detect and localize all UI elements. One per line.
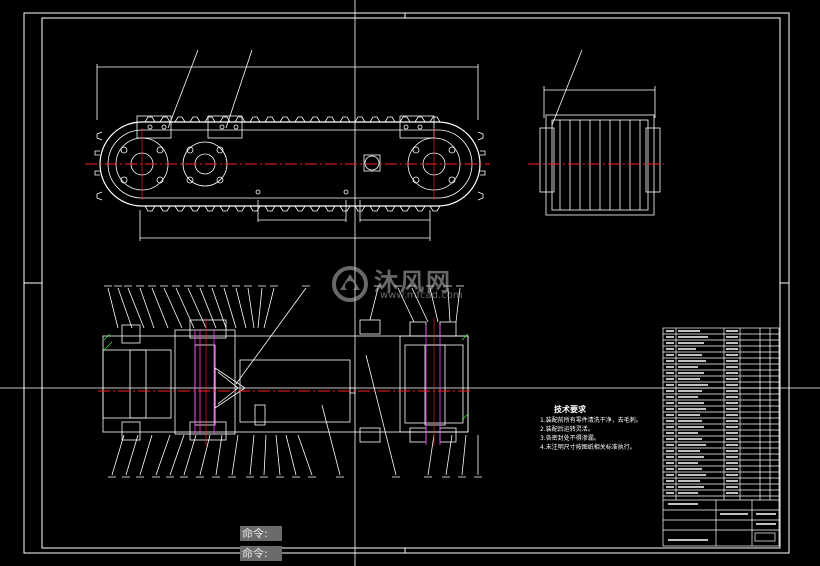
technical-requirement-line: 2.装配后运转灵活。 <box>540 426 594 433</box>
watermark: 沐风网 www.mfcad.com <box>330 262 500 306</box>
section-hatch-magenta <box>194 325 441 445</box>
technical-requirement-line: 4.未注明尺寸按图纸相关标准执行。 <box>540 444 636 451</box>
side-view <box>539 49 661 216</box>
command-line-history: 命令: <box>240 526 282 541</box>
technical-requirements-title: 技术要求 <box>554 405 586 414</box>
watermark-logo-icon <box>332 266 368 302</box>
parts-list-entries <box>666 330 776 541</box>
technical-requirement-line: 1.装配前所有零件清洗干净，去毛刺。 <box>540 417 642 424</box>
track-top-view <box>94 49 486 241</box>
technical-requirement-line: 3.各密封处不得渗漏。 <box>540 435 600 442</box>
watermark-url: www.mfcad.com <box>380 290 463 301</box>
watermark-brand: 沐风网 <box>374 268 452 296</box>
section-view <box>102 285 482 478</box>
technical-requirements: 技术要求 1.装配前所有零件清洗干净，去毛刺。 2.装配后运转灵活。 3.各密封… <box>540 405 642 452</box>
command-line-input[interactable]: 命令: <box>240 546 282 561</box>
section-hatch-green <box>103 333 469 421</box>
parts-list-table <box>662 327 780 547</box>
